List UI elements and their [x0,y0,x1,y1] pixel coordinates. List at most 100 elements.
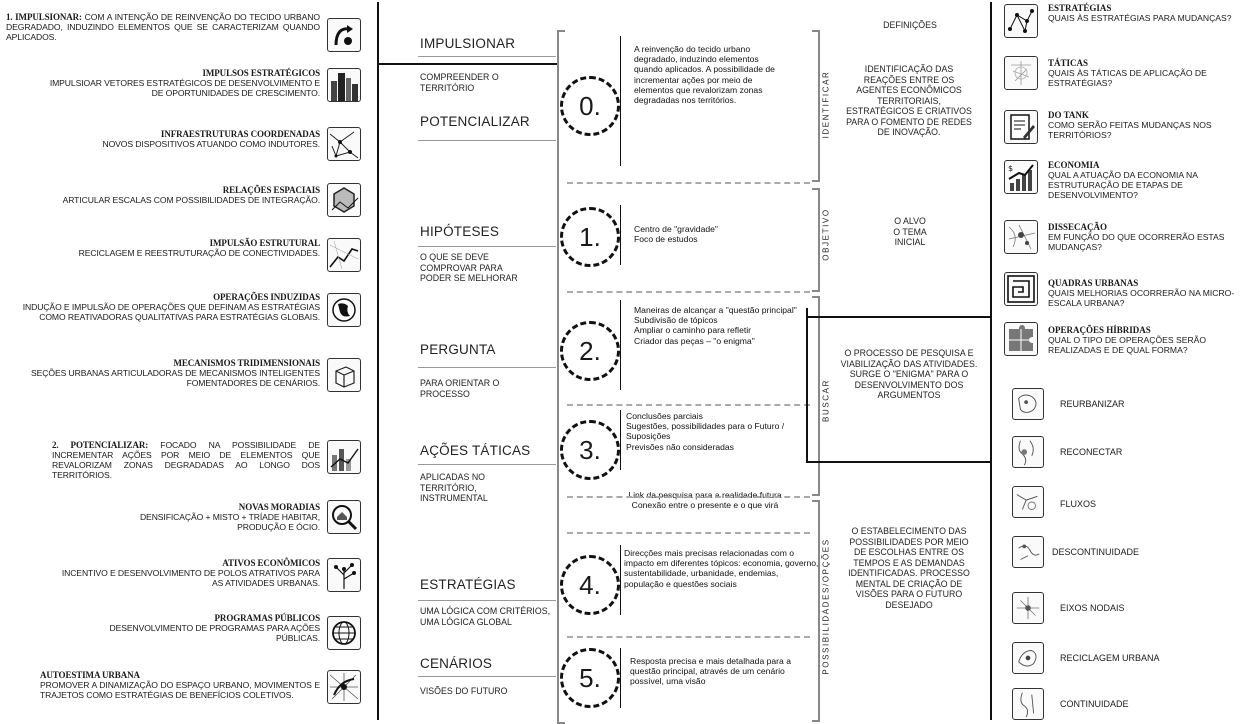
desc-step-2: Maneiras de alcançar a "questão principa… [634,305,797,346]
phase-objetivo: OBJETIVO [821,208,831,261]
sub-estrategias: UMA LÓGICA COM CRITÉRIOS, UMA LÓGICA GLO… [420,606,551,627]
skyline-icon [327,68,361,102]
right-item-text: EM FUNÇÃO DO QUE OCORRERÃO ESTAS MUDANÇA… [1048,232,1225,252]
document-pen-icon [1004,110,1038,144]
phase-buscar: BUSCAR [821,379,831,422]
map-label-reurbanizar: REURBANIZAR [1060,399,1125,409]
right-item-text: COMO SERÃO FEITAS MUDANÇAS NOS TERRITÓRI… [1048,120,1212,140]
desc-step-0: A reinvenção do tecido urbano degradado,… [634,44,775,106]
step-circle-2: 2. [560,321,620,381]
step-circle-5: 5. [560,648,620,708]
map-label-eixos: EIXOS NODAIS [1060,603,1125,613]
separator [567,532,810,534]
arrow-curve-icon [327,18,361,52]
growth-chart-icon: $ [1004,160,1038,194]
underline [418,140,556,141]
underline [418,676,556,677]
right-item-text: QUAL A ATUAÇÃO DA ECONOMIA NA ESTRUTURAÇ… [1048,170,1198,200]
sub-cenarios: VISÕES DO FUTURO [420,686,508,696]
puzzle-icon [1004,322,1038,356]
definition-possibilidades: O ESTABELECIMENTO DAS POSSIBILIDADES POR… [848,526,970,610]
title-acoes: AÇÕES TÁTICAS [420,443,531,458]
separator [567,496,810,498]
left-item-text: DESENVOLVIMENTO DE PROGRAMAS PARA AÇÕES … [109,623,320,643]
right-bracket-identificar [812,30,820,182]
right-item-text: QUAIS ÀS ESTRATÉGIAS PARA MUDANÇAS? [1048,13,1232,23]
left-item-text: ARTICULAR ESCALAS COM POSSIBILIDADES DE … [62,195,321,205]
left-item-text: SEÇÕES URBANAS ARTICULADORAS DE MECANISM… [31,368,320,388]
desc-step-1: Centro de "gravidade" Foco de estudos [634,224,718,245]
separator [567,636,810,638]
line-map-icon [327,238,361,272]
right-item-text: QUAIS MELHORIAS OCORRERÃO NA MICRO-ESCAL… [1048,288,1235,308]
left-item-text: FOCADO NA POSSIBILIDADE DE INCREMENTAR A… [52,440,321,480]
right-item-title: DO TANK [1048,110,1089,120]
step-circle-1: 1. [560,207,620,267]
left-item-title: MECANISMOS TRIDIMENSIONAIS [173,358,320,368]
desc-step-5: Resposta precisa e mais detalhada para a… [630,656,791,687]
map-reurbanizar-icon [1012,388,1044,420]
map-detail-icon [1004,220,1038,254]
desc-step-4: Direcções mais precisas relacionadas com… [624,548,819,589]
underline [418,464,556,465]
connector-vertical [806,308,808,462]
phase-possibilidades: POSSIBILIDADES/OPÇÕES [821,538,831,675]
map-eixos-icon [1012,592,1044,624]
left-item-text: DENSIFICAÇÃO + MISTO + TRÍADE HABITAR, P… [139,512,320,532]
connector [620,300,621,390]
connector-buscar-top [806,316,990,318]
separator [567,182,810,184]
title-potencializar: POTENCIALIZAR [420,114,530,129]
hexagon-map-icon [327,183,361,217]
left-divider [377,2,379,720]
right-bracket-buscar [812,296,820,496]
map-descontinuidade-icon [1012,536,1044,568]
right-item-title: DISSECAÇÃO [1048,222,1108,232]
step-circle-4: 4. [560,555,620,615]
right-item-title: TÁTICAS [1048,58,1089,68]
underline [418,246,556,247]
right-bracket-objetivo [812,188,820,292]
map-label-fluxos: FLUXOS [1060,499,1097,509]
map-reciclagem-icon [1012,642,1044,674]
map-label-reconectar: RECONECTAR [1060,447,1123,457]
map-label-descontinuidade: DESCONTINUIDADE [1052,547,1140,557]
sketch-icon [1004,56,1038,90]
right-item-title: OPERAÇÕES HÍBRIDAS [1048,325,1151,335]
sub-compreender: COMPREENDER O TERRITÓRIO [420,72,499,93]
connector [620,36,621,166]
desc-step-3: Conclusões parciais Sugestões, possibili… [626,411,785,452]
connector [620,205,621,265]
building-chart-icon [327,440,361,474]
left-item-text: NOVOS DISPOSITIVOS ATUANDO COMO INDUTORE… [102,139,320,149]
right-item-title: ECONOMIA [1048,160,1100,170]
route-map-icon [327,670,361,704]
left-item-text: INCENTIVO E DESENVOLVIMENTO DE POLOS ATR… [61,568,320,588]
network-map-icon [327,127,361,161]
left-item-title: IMPULSÃO ESTRUTURAL [209,238,320,248]
sub-hipoteses: O QUE SE DEVE COMPROVAR PARA PODER SE ME… [420,252,518,283]
left-item-title: PROGRAMAS PÚBLICOS [214,613,321,623]
right-item-text: QUAIS ÀS TÁTICAS DE APLICAÇÃO DE ESTRATÉ… [1048,68,1207,88]
map-fluxos-icon [1012,486,1044,518]
connector [620,410,621,470]
connector-buscar-bottom [806,461,990,463]
left-item-text: RECICLAGEM E REESTRUTURAÇÃO DE CONECTIVI… [78,248,320,258]
svg-text:$: $ [1008,164,1013,173]
connector [620,545,621,615]
world-icon [327,616,361,650]
globe-icon [327,293,361,327]
right-bracket-possibilidades [812,500,820,722]
